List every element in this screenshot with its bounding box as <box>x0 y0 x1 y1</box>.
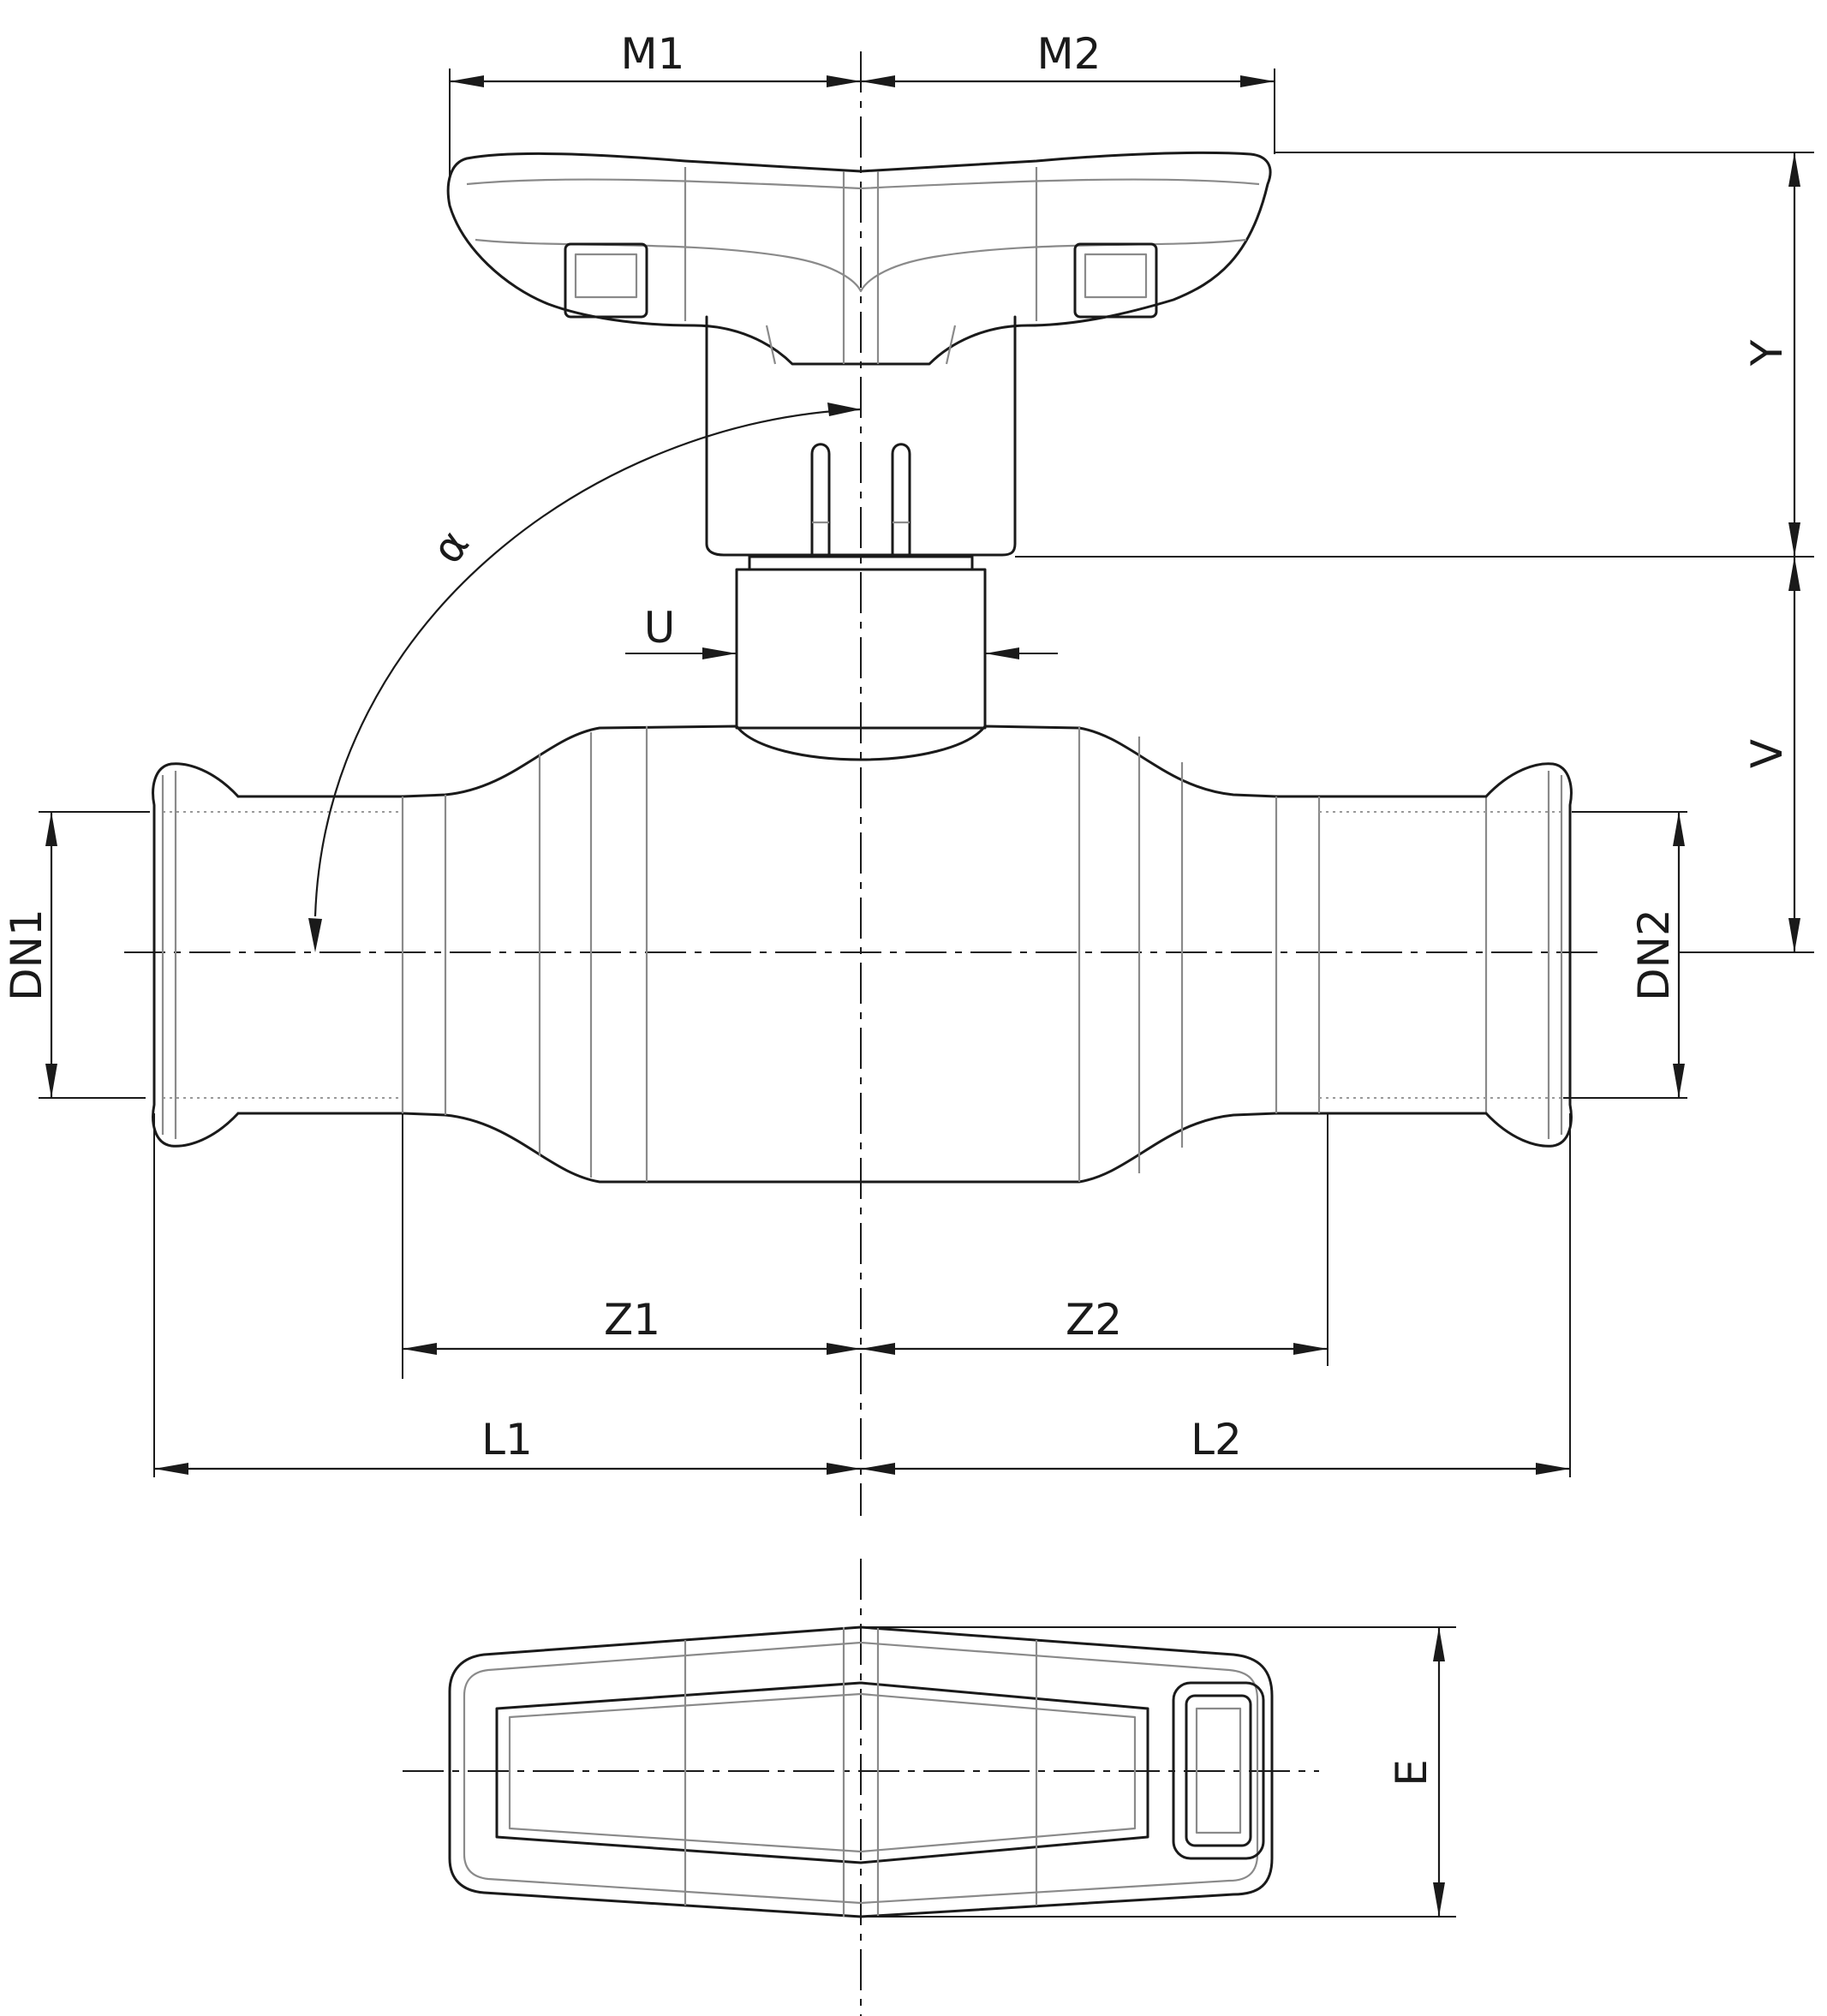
center-lines <box>124 51 1597 2016</box>
dimension-dn1 <box>45 812 57 1098</box>
label-m1: M1 <box>621 29 685 79</box>
label-alpha: α <box>422 521 479 572</box>
label-z1: Z1 <box>604 1295 660 1345</box>
dimension-u <box>702 647 1019 659</box>
label-v: V <box>1742 739 1792 768</box>
label-m2: M2 <box>1037 29 1102 79</box>
label-y: Y <box>1742 339 1792 367</box>
dimension-e <box>1433 1627 1445 1917</box>
dimension-dn2 <box>1673 812 1685 1098</box>
valve-stem <box>735 443 987 730</box>
dimension-alpha-arc <box>308 403 862 952</box>
valve-body <box>152 725 1573 1184</box>
dimension-v <box>1788 557 1800 952</box>
label-z2: Z2 <box>1066 1295 1122 1345</box>
label-dn1: DN1 <box>2 909 51 1001</box>
handle-top-view <box>448 1625 1274 1918</box>
valve-handle <box>446 151 1272 557</box>
label-e: E <box>1387 1759 1436 1786</box>
extension-lines <box>39 69 1814 1918</box>
dimension-m1-m2 <box>450 75 1275 87</box>
label-l1: L1 <box>481 1415 533 1464</box>
dimension-l1-l2 <box>154 1463 1570 1475</box>
dimension-y <box>1788 152 1800 557</box>
dimension-z1-z2 <box>403 1343 1328 1355</box>
label-l2: L2 <box>1191 1415 1242 1464</box>
label-dn2: DN2 <box>1629 909 1679 1001</box>
label-u: U <box>644 603 676 653</box>
